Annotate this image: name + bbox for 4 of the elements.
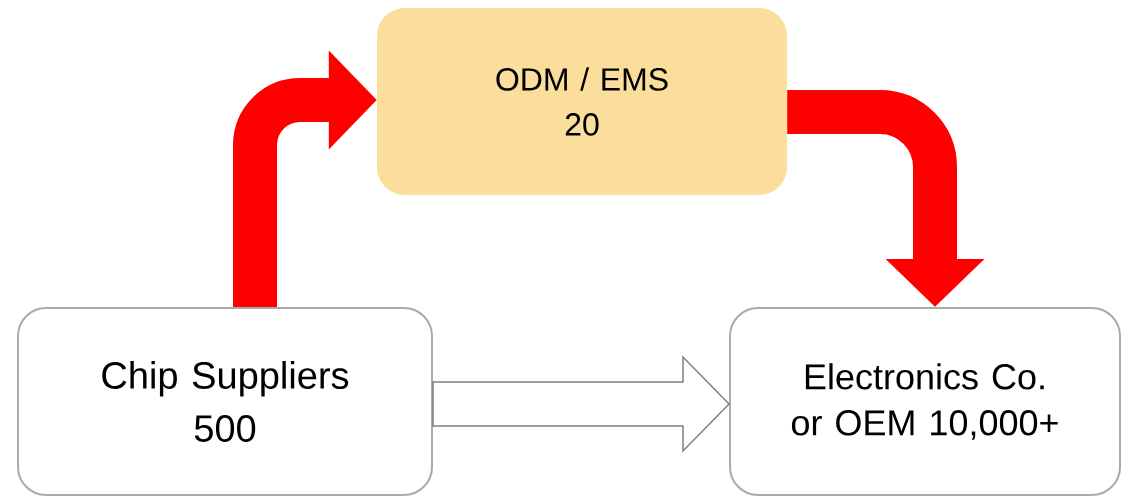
process-box: ODM / EMS 20 (377, 8, 787, 195)
process-box: Electronics Co. or OEM 10,000+ (729, 307, 1121, 496)
arrow (432, 355, 731, 453)
process-box: Chip Suppliers 500 (17, 307, 433, 496)
